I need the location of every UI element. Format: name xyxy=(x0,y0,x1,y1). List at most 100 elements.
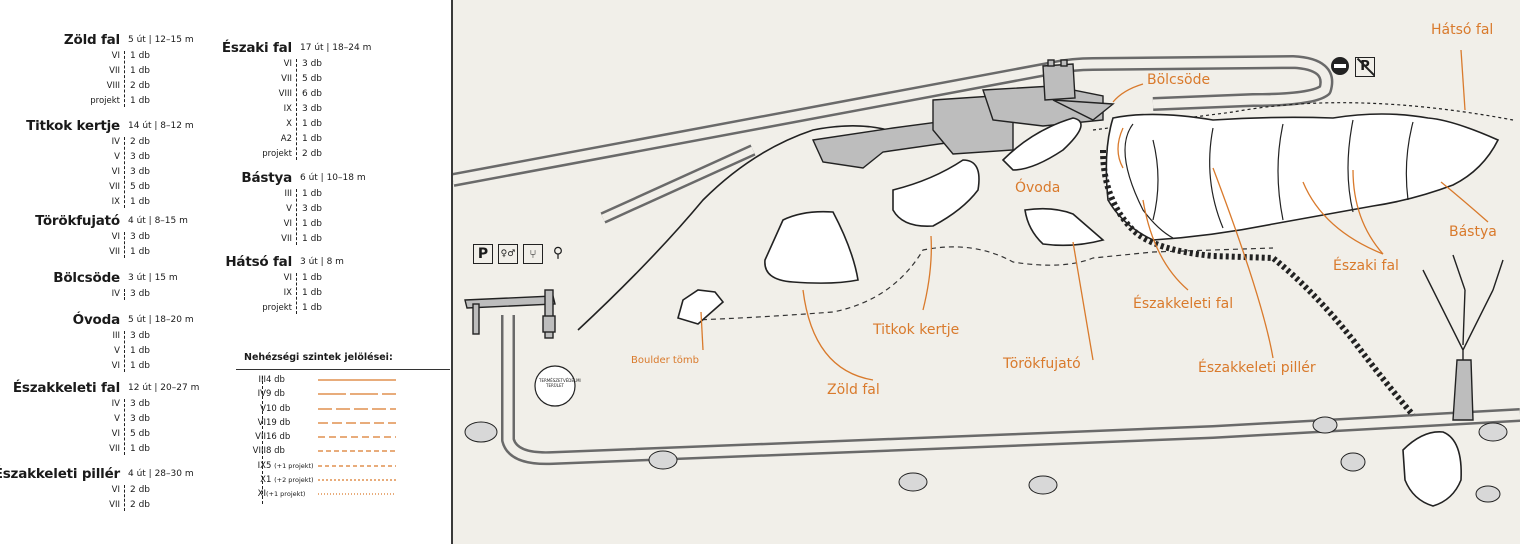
crag-meta: 4 út | 8–15 m xyxy=(128,216,188,226)
route-count: 2 db xyxy=(130,81,151,91)
rock-walls xyxy=(677,113,1500,507)
route-count: 2 db xyxy=(130,500,151,510)
signpost xyxy=(464,289,556,339)
route-count: 1 db xyxy=(130,346,151,356)
difficulty-grade: V xyxy=(260,403,266,414)
grade-label: V xyxy=(286,204,292,214)
grade-label: A2 xyxy=(280,134,292,144)
grade-row: VI 1 db xyxy=(172,271,382,286)
difficulty-line-sample xyxy=(318,393,396,395)
route-count: 6 db xyxy=(302,89,323,99)
difficulty-line-sample xyxy=(318,479,396,481)
difficulty-count-value: 5 xyxy=(266,460,272,471)
grade-label: III xyxy=(112,331,120,341)
crag-name: Bölcsöde xyxy=(53,270,120,286)
label-leaders xyxy=(700,49,1489,381)
crag-meta: 12 út | 20–27 m xyxy=(128,383,200,393)
route-count: 3 db xyxy=(130,331,151,341)
crag-meta: 3 út | 15 m xyxy=(128,273,178,283)
difficulty-line-sample xyxy=(318,379,396,381)
difficulty-count: 1 (+2 projekt) xyxy=(266,475,314,485)
difficulty-scale-title: Nehézségi szintek jelölései: xyxy=(244,352,393,363)
map-label-titkok-kertje: Titkok kertje xyxy=(873,322,960,338)
restaurant-icon: ⑂ xyxy=(523,244,543,264)
grade-row: A2 1 db xyxy=(172,132,382,147)
protected-area-sign xyxy=(534,365,576,407)
difficulty-count-value: 8 db xyxy=(266,446,285,457)
staircase xyxy=(1100,149,1416,417)
grade-label: VII xyxy=(109,444,120,454)
difficulty-count: 8 db xyxy=(266,446,285,456)
crag-meta: 3 út | 8 m xyxy=(300,257,344,267)
crag-meta: 14 út | 8–12 m xyxy=(128,121,194,131)
crag-header: Titkok kertje 14 út | 8–12 m xyxy=(0,118,210,135)
crag-separator xyxy=(124,485,125,511)
grade-label: VI xyxy=(283,273,292,283)
crag-map: Hátsó fal Bölcsöde Óvoda Bástya Északi f… xyxy=(453,0,1520,544)
grade-label: projekt xyxy=(90,96,120,106)
grade-label: projekt xyxy=(262,303,292,313)
difficulty-grade: X xyxy=(260,475,266,486)
crag-separator xyxy=(124,51,125,107)
crag-header: Törökfujató 4 út | 8–15 m xyxy=(0,213,210,230)
grade-label: VI xyxy=(111,361,120,371)
difficulty-grade: IV xyxy=(257,389,266,400)
route-count: 1 db xyxy=(130,51,151,61)
grade-label: VI xyxy=(111,429,120,439)
grade-label: VII xyxy=(281,74,292,84)
crag-separator xyxy=(296,59,297,160)
grade-label: IV xyxy=(111,137,120,147)
route-count: 1 db xyxy=(302,134,323,144)
difficulty-grade: XI xyxy=(257,489,266,500)
difficulty-count-note: (+1 projekt) xyxy=(266,490,306,499)
difficulty-count: (+1 projekt) xyxy=(266,489,305,499)
route-count: 1 db xyxy=(302,273,323,283)
route-count: 2 db xyxy=(130,485,151,495)
difficulty-count: 16 db xyxy=(266,432,290,442)
crag-name: Északkeleti pillér xyxy=(0,466,120,482)
crag-separator xyxy=(124,399,125,455)
crag-name: Zöld fal xyxy=(63,32,120,48)
difficulty-count-value: 1 xyxy=(266,475,272,486)
panel-divider xyxy=(451,0,453,544)
grade-label: IX xyxy=(283,288,292,298)
no-entry-icon xyxy=(1331,57,1349,75)
route-count: 1 db xyxy=(302,288,323,298)
difficulty-count: 5 (+1 projekt) xyxy=(266,461,314,471)
grade-label: VI xyxy=(283,59,292,69)
map-label-bolcsode: Bölcsöde xyxy=(1147,72,1211,88)
bushes xyxy=(464,416,1508,503)
difficulty-line-sample xyxy=(318,450,396,453)
crag-name: Törökfujató xyxy=(35,213,120,229)
route-count: 2 db xyxy=(130,137,151,147)
tree xyxy=(1422,254,1504,421)
difficulty-count-value: 16 db xyxy=(266,432,291,443)
difficulty-line-sample xyxy=(318,422,396,424)
route-count: 1 db xyxy=(130,361,151,371)
rock-textures xyxy=(1124,119,1414,239)
map-drawing xyxy=(453,49,1520,507)
grade-row: IX 1 db xyxy=(172,286,382,301)
toilet-icon: ♀♂ xyxy=(498,244,518,264)
grade-label: VII xyxy=(109,500,120,510)
route-count: 3 db xyxy=(130,289,151,299)
crag-name: Titkok kertje xyxy=(26,118,120,134)
